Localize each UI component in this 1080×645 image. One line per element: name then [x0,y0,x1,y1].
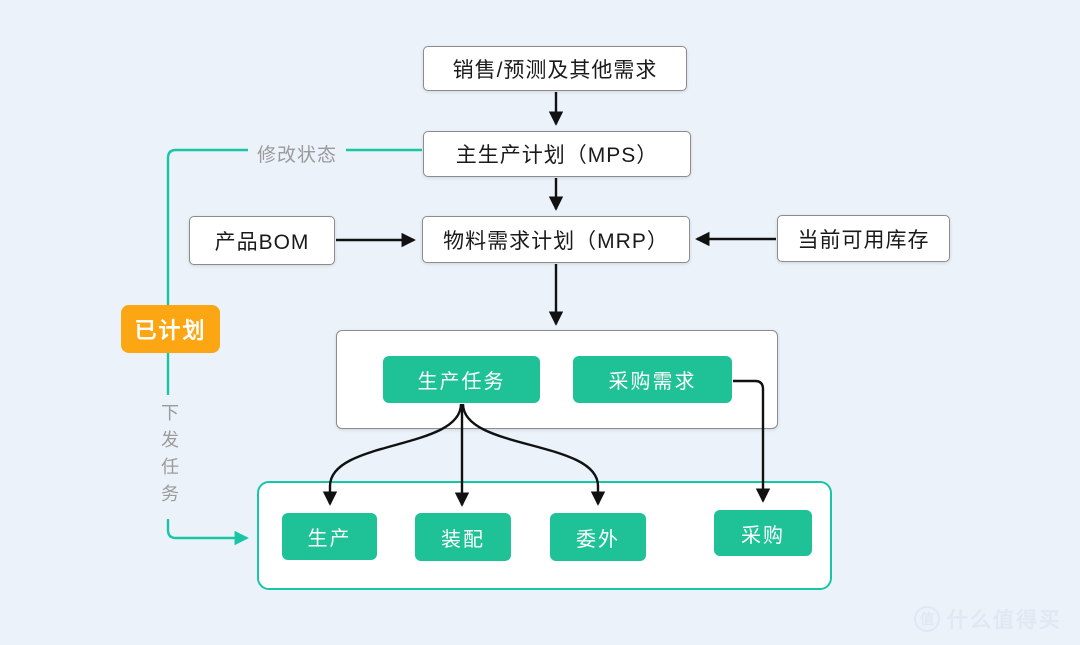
edge-label-modify-status: 修改状态 [248,138,347,169]
node-bom: 产品BOM [189,216,335,265]
node-production: 生产 [282,513,377,560]
node-current-inventory: 当前可用库存 [777,215,950,262]
arrow-task-to-production [322,403,463,506]
watermark: 值 什么值得买 [914,604,1062,634]
node-assembly: 装配 [415,513,511,561]
node-sales-forecast: 销售/预测及其他需求 [423,46,687,91]
smzdm-logo-icon: 值 [914,606,940,632]
arrow-demand-to-purchase [733,379,771,503]
node-production-task: 生产任务 [383,356,540,403]
node-outsourcing: 委外 [550,513,646,561]
edge-label-dispatch-tasks: 下发任务 [155,395,183,519]
node-mps: 主生产计划（MPS） [423,131,691,177]
status-badge-planned: 已计划 [121,305,220,353]
node-purchase-demand: 采购需求 [573,356,732,403]
node-purchase: 采购 [714,510,812,556]
node-mrp: 物料需求计划（MRP） [422,216,690,263]
watermark-text: 什么值得买 [947,609,1062,632]
arrow-task-to-outsourcing [461,403,606,506]
